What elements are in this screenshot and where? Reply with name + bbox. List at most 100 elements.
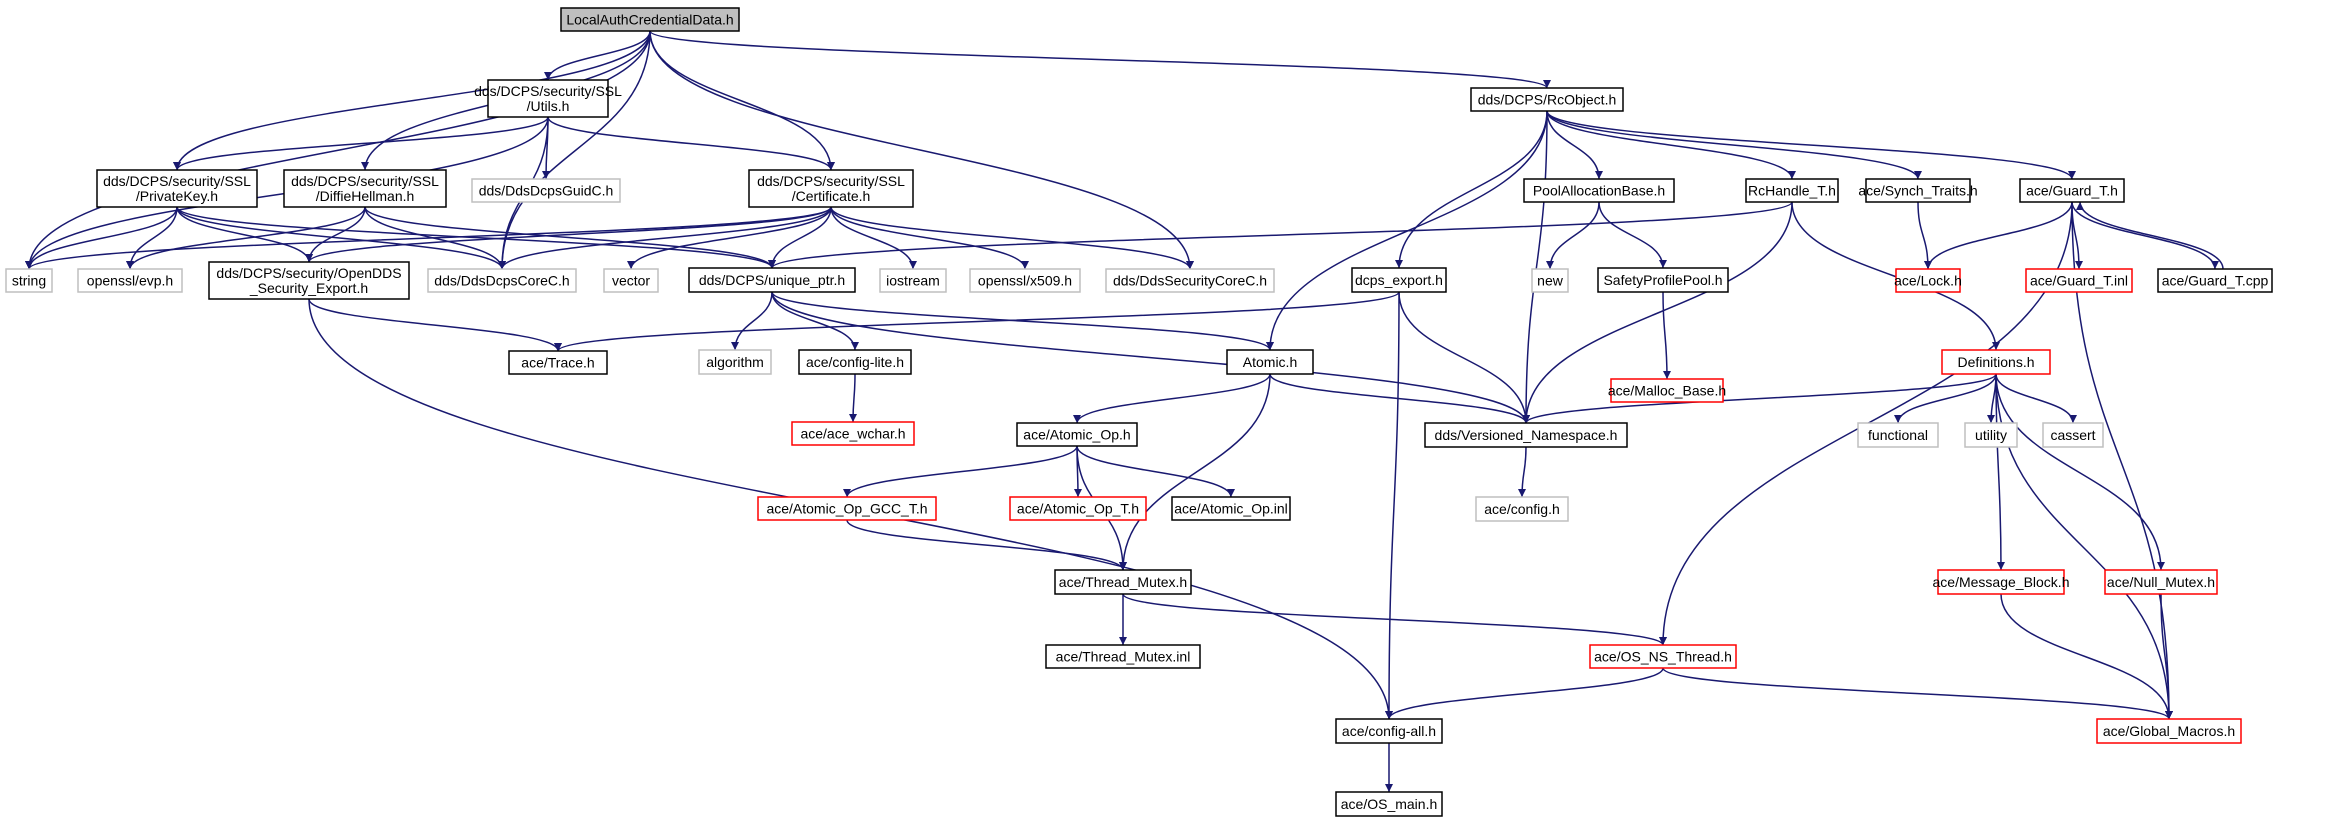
edge-line <box>554 291 1400 352</box>
edge-line <box>1518 446 1527 498</box>
edge-atomicop-to-opinl <box>1076 445 1235 498</box>
edge-line <box>1073 373 1271 424</box>
node-label: ace/Guard_T.cpp <box>2162 273 2269 289</box>
edge-privkey-to-secexport <box>176 206 313 263</box>
edge-line <box>768 206 832 269</box>
edge-line <box>849 373 858 423</box>
edge-threadmutex-to-osnsthread <box>1122 593 1667 646</box>
edge-line <box>173 30 651 171</box>
node-vector: vector <box>603 268 659 293</box>
edge-line <box>173 116 549 171</box>
edge-line <box>308 298 562 352</box>
edge-dcpsexport-to-trace <box>554 291 1400 352</box>
edge-utils-to-privkey <box>173 116 549 171</box>
node-box <box>5 268 53 293</box>
node-rchandle[interactable]: RcHandle_T.h <box>1745 178 1839 203</box>
node-label: ace/Message_Block.h <box>1933 574 2070 590</box>
node-box <box>1470 87 1624 112</box>
node-secexport[interactable]: dds/DCPS/security/OpenDDS_Security_Expor… <box>208 261 410 300</box>
node-uniqueptr[interactable]: dds/DCPS/unique_ptr.h <box>688 267 856 293</box>
node-atomicop[interactable]: ace/Atomic_Op.h <box>1016 422 1138 447</box>
edge-atomicop-to-opgcc <box>843 445 1078 498</box>
node-malloc[interactable]: ace/Malloc_Base.h <box>1608 378 1726 403</box>
edge-line <box>1894 373 1997 424</box>
node-osnsthread[interactable]: ace/OS_NS_Thread.h <box>1589 644 1737 669</box>
edge-line <box>305 206 832 263</box>
node-trace[interactable]: ace/Trace.h <box>508 350 608 375</box>
node-wchar[interactable]: ace/ace_wchar.h <box>791 421 915 446</box>
edge-line <box>627 206 832 270</box>
node-box <box>208 261 410 300</box>
node-box <box>1105 268 1275 293</box>
node-box <box>1335 791 1443 817</box>
node-synch[interactable]: ace/Synch_Traits.h <box>1858 178 1978 203</box>
node-guardh[interactable]: ace/Guard_T.h <box>2019 178 2125 203</box>
node-box <box>791 421 915 446</box>
node-label: ace/Lock.h <box>1894 273 1962 289</box>
node-globalmacros[interactable]: ace/Global_Macros.h <box>2096 718 2242 744</box>
node-label: ace/Thread_Mutex.inl <box>1056 649 1191 665</box>
node-nullmutex[interactable]: ace/Null_Mutex.h <box>2104 569 2218 595</box>
node-rcobject[interactable]: dds/DCPS/RcObject.h <box>1470 87 1624 112</box>
node-guardinl[interactable]: ace/Guard_T.inl <box>2025 268 2133 293</box>
node-label: vector <box>612 273 650 289</box>
node-box <box>560 7 740 32</box>
edge-guardh-to-globalmacros <box>2071 201 2173 720</box>
edge-line <box>2071 201 2173 720</box>
edge-atomic-to-versioned <box>1269 373 1530 424</box>
edge-line <box>830 206 917 270</box>
node-label: dds/Versioned_Namespace.h <box>1435 427 1618 443</box>
edge-dcpsexport-to-versioned <box>1398 291 1530 424</box>
edge-line <box>1917 201 1932 270</box>
node-cert[interactable]: dds/DCPS/security/SSL/Certificate.h <box>748 169 914 208</box>
node-diffie[interactable]: dds/DCPS/security/SSL/DiffieHellman.h <box>283 169 447 208</box>
node-guidc: dds/DdsDcpsGuidC.h <box>471 178 621 203</box>
edge-line <box>649 30 1551 89</box>
edge-osnsthread-to-globalmacros <box>1662 667 2173 720</box>
edge-line <box>25 206 832 270</box>
node-configlite[interactable]: ace/config-lite.h <box>798 349 912 375</box>
node-box <box>1523 178 1675 203</box>
node-configall[interactable]: ace/config-all.h <box>1335 718 1443 744</box>
node-box <box>471 178 621 203</box>
node-safety[interactable]: SafetyProfilePool.h <box>1597 267 1729 293</box>
edge-line <box>830 206 1029 270</box>
node-opgcc[interactable]: ace/Atomic_Op_GCC_T.h <box>757 496 937 521</box>
node-guardcpp[interactable]: ace/Guard_T.cpp <box>2157 268 2273 293</box>
node-box <box>2157 268 2273 293</box>
edge-line <box>768 201 1793 269</box>
edge-line <box>1395 110 1548 269</box>
edge-rcobject-to-guardh <box>1546 110 2076 180</box>
edge-line <box>176 206 313 263</box>
node-atomic[interactable]: Atomic.h <box>1226 349 1314 375</box>
node-threadmutexinl[interactable]: ace/Thread_Mutex.inl <box>1045 644 1201 669</box>
node-dcpsexport[interactable]: dcps_export.h <box>1351 267 1447 293</box>
edge-root-to-seccorec <box>649 30 1194 270</box>
node-definitions[interactable]: Definitions.h <box>1941 349 2051 375</box>
node-utils[interactable]: dds/DCPS/security/SSL/Utils.h <box>474 79 622 118</box>
node-opt[interactable]: ace/Atomic_Op_T.h <box>1009 496 1147 521</box>
edge-line <box>1662 291 1671 380</box>
node-privkey[interactable]: dds/DCPS/security/SSL/PrivateKey.h <box>96 169 258 208</box>
node-versioned[interactable]: dds/Versioned_Namespace.h <box>1424 422 1628 448</box>
edge-line <box>1398 291 1530 424</box>
node-osmain[interactable]: ace/OS_main.h <box>1335 791 1443 817</box>
edge-cert-to-vector <box>627 206 832 270</box>
node-label: dds/DdsDcpsCoreC.h <box>434 273 569 289</box>
edge-diffie-to-uniqueptr <box>364 206 776 269</box>
node-poolalloc[interactable]: PoolAllocationBase.h <box>1523 178 1675 203</box>
node-lock[interactable]: ace/Lock.h <box>1894 268 1962 293</box>
edge-line <box>1995 373 2165 571</box>
node-box <box>1964 422 2018 448</box>
node-label: dds/DdsDcpsGuidC.h <box>479 183 614 199</box>
node-opinl[interactable]: ace/Atomic_Op.inl <box>1171 496 1291 521</box>
node-msgblock[interactable]: ace/Message_Block.h <box>1933 569 2070 595</box>
node-utility: utility <box>1964 422 2018 448</box>
node-threadmutex[interactable]: ace/Thread_Mutex.h <box>1054 569 1192 595</box>
edge-line <box>1995 373 2005 571</box>
node-label: ace/Atomic_Op.inl <box>1174 501 1288 517</box>
node-root[interactable]: LocalAuthCredentialData.h <box>560 7 740 32</box>
node-box <box>1597 267 1729 293</box>
edge-line <box>771 291 1274 351</box>
edge-privkey-to-string <box>25 206 178 270</box>
